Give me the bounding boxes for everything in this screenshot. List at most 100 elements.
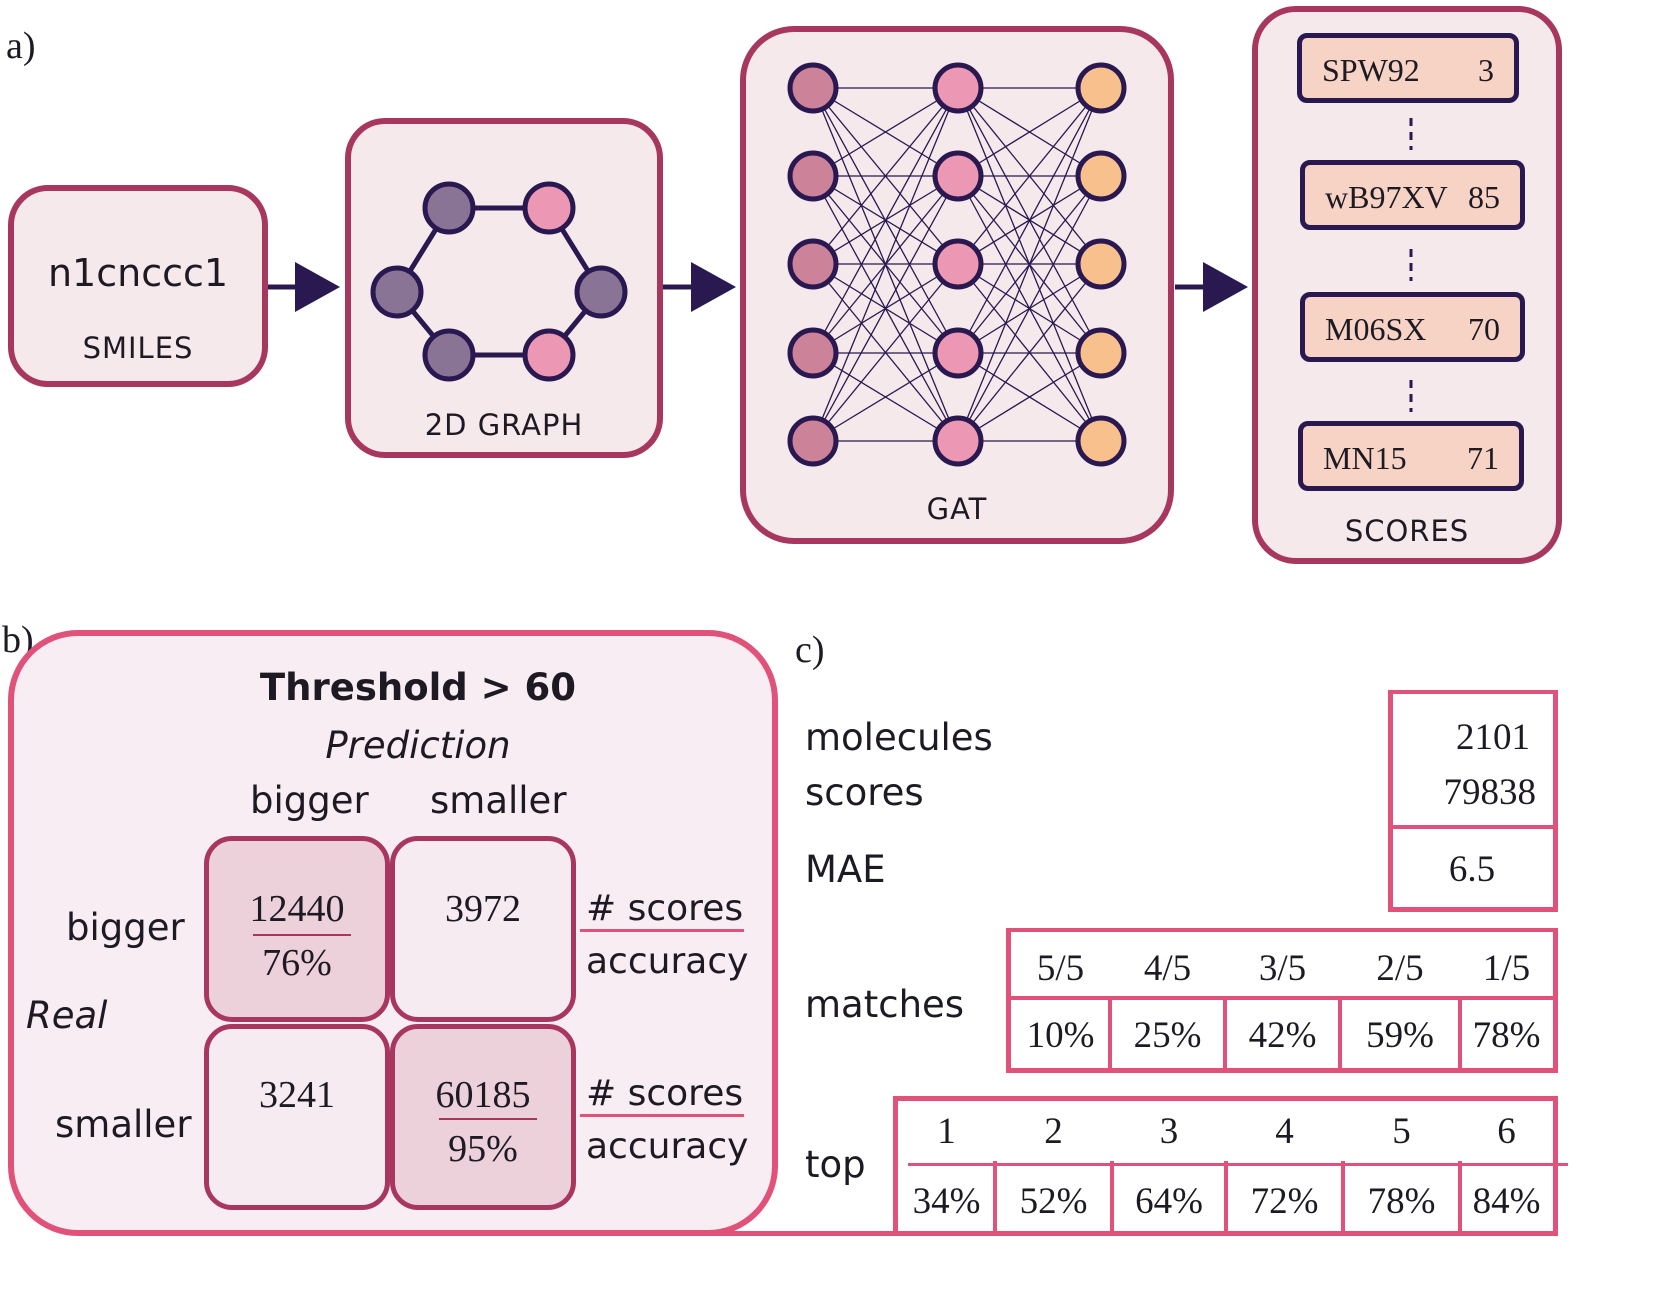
matches-column-divider: [1458, 996, 1462, 1073]
matches-header-cell: 3/5: [1258, 948, 1307, 989]
gat-edge: [957, 352, 1102, 442]
confusion-title: Threshold > 60: [259, 666, 577, 709]
gat-edges: [812, 87, 1102, 442]
matches-column-divider: [1108, 996, 1112, 1073]
functional-name: MN15: [1323, 440, 1407, 476]
cell-true-positive: 12440 76%: [204, 836, 390, 1022]
gat-edge: [957, 175, 1102, 442]
gat-nodes: [787, 62, 1127, 467]
gat-neuron: [787, 415, 839, 467]
table-divider: [908, 1163, 1568, 1166]
legend-accuracy-top: accuracy: [586, 941, 749, 982]
real-label: Real: [26, 994, 108, 1037]
col-header-smaller: smaller: [430, 779, 567, 822]
top-value-cell: 34%: [912, 1181, 981, 1222]
score-row: M06SX 70: [1300, 292, 1525, 362]
gat-edge: [812, 263, 959, 442]
gat-neuron: [1075, 327, 1127, 379]
molecules-value: 2101: [1456, 717, 1530, 758]
gat-neuron: [787, 150, 839, 202]
cell-false-positive: 3241: [204, 1024, 390, 1210]
legend-scores-top: # scores: [586, 888, 744, 929]
top-header-cell: 5: [1392, 1111, 1411, 1152]
top-value-cell: 84%: [1472, 1181, 1541, 1222]
panel-label-c: c): [795, 629, 825, 671]
gat-edge: [812, 87, 959, 265]
gat-neuron: [932, 62, 984, 114]
gat-neuron: [787, 62, 839, 114]
legend-scores-bottom: # scores: [586, 1073, 744, 1114]
mae-label: MAE: [805, 848, 886, 891]
pipeline-graphics: [268, 62, 1413, 467]
row-header-bigger: bigger: [66, 906, 185, 949]
score-row: wB97XV 85: [1300, 160, 1525, 230]
graph-label: 2D GRAPH: [424, 408, 584, 442]
molecule-graph: [370, 181, 628, 382]
gat-edge: [957, 263, 1102, 442]
top-column-divider: [993, 1161, 997, 1236]
gat-label: GAT: [926, 492, 988, 526]
matches-value-cell: 25%: [1133, 1015, 1202, 1056]
top-header-cell: 4: [1275, 1111, 1294, 1152]
matches-column-divider: [1338, 996, 1342, 1073]
gat-neuron: [932, 415, 984, 467]
top-header-cell: 2: [1044, 1111, 1063, 1152]
matches-header-cell: 1/5: [1482, 948, 1531, 989]
gat-edge: [957, 87, 1102, 354]
matches-header-cell: 4/5: [1143, 948, 1192, 989]
smiles-string: n1cnccc1: [47, 251, 229, 295]
graph-node: [422, 328, 476, 382]
gat-edge: [957, 87, 1102, 442]
tp-accuracy: 76%: [262, 942, 332, 984]
functional-name: M06SX: [1325, 311, 1427, 347]
graph-node: [422, 181, 476, 235]
table-divider: [1393, 825, 1553, 829]
matches-header-cell: 2/5: [1376, 948, 1424, 989]
top-header-cell: 1: [937, 1111, 956, 1152]
tn-count: 60185: [435, 1074, 531, 1116]
summary-table: [1388, 690, 1558, 912]
graph-node: [522, 328, 576, 382]
gat-edge: [812, 175, 959, 442]
functional-name: SPW92: [1322, 52, 1420, 88]
gat-neuron: [1075, 238, 1127, 290]
top-header-cell: 3: [1159, 1111, 1179, 1152]
fraction-bar: [253, 934, 351, 936]
matches-value-cell: 78%: [1472, 1015, 1541, 1056]
graph-node: [522, 181, 576, 235]
gat-neuron: [1075, 150, 1127, 202]
gat-neuron: [1075, 62, 1127, 114]
top-column-divider: [1110, 1161, 1114, 1236]
matches-label: matches: [805, 983, 965, 1026]
top-value-cell: 52%: [1019, 1181, 1088, 1222]
legend-divider: [580, 1114, 744, 1117]
top-column-divider: [1224, 1161, 1228, 1236]
functional-score: 71: [1467, 440, 1499, 476]
cell-true-negative: 60185 95%: [390, 1024, 576, 1210]
matches-header-cell: 5/5: [1036, 948, 1085, 989]
gat-neuron: [787, 238, 839, 290]
functional-score: 3: [1478, 52, 1494, 88]
row-header-smaller: smaller: [55, 1103, 192, 1146]
score-row: MN15 71: [1298, 421, 1524, 491]
top-header-cell: 6: [1497, 1111, 1516, 1152]
matches-value-cell: 59%: [1366, 1015, 1434, 1056]
graph-node: [574, 265, 628, 319]
table-divider: [1011, 996, 1553, 1000]
scores-count-value: 79838: [1443, 772, 1537, 813]
legend-accuracy-bottom: accuracy: [586, 1126, 749, 1167]
fn-count: 3972: [445, 888, 521, 930]
top-value-cell: 78%: [1367, 1181, 1436, 1222]
gat-edge: [812, 87, 959, 354]
gat-neuron: [932, 238, 984, 290]
top-value-cell: 64%: [1135, 1181, 1203, 1222]
molecules-label: molecules: [805, 716, 993, 759]
score-row: SPW92 3: [1297, 33, 1519, 103]
fp-count: 3241: [259, 1074, 335, 1116]
matches-column-divider: [1223, 996, 1227, 1073]
tn-accuracy: 95%: [448, 1128, 518, 1170]
functional-score: 70: [1468, 311, 1500, 347]
smiles-label: SMILES: [82, 331, 194, 365]
prediction-label: Prediction: [325, 724, 511, 767]
top-value-cell: 72%: [1250, 1181, 1319, 1222]
